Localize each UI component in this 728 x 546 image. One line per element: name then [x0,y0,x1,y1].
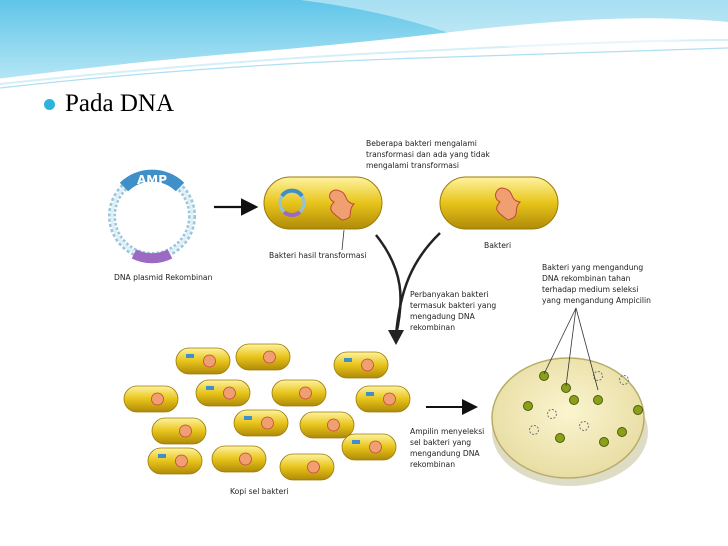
colony-resistant [555,433,565,443]
top-note-line-3: mengalami transformasi [366,161,459,170]
copies-label: Kopi sel bakteri [230,487,289,496]
top-note-line-1: Beberapa bakteri mengalami [366,139,477,148]
multiply-note-line-1: Perbanyakan bakteri [410,290,488,299]
bacterium-copy [355,385,411,413]
plasmid: AMP [108,169,196,264]
plate-note-line-1: Bakteri yang mengandung [542,263,643,272]
colony-dead [529,425,539,435]
multiply-note-line-2: termasuk bakteri yang [410,301,496,310]
colony-dead [579,421,589,431]
plate-note-line-4: yang mengandung Ampicilin [542,296,651,305]
colony-dead [547,409,557,419]
bacterium-copy [333,351,389,379]
bacterium-copy [175,347,231,375]
bacterium-copy [299,411,355,439]
bacterium-label: Bakteri [484,241,511,250]
select-note-line-2: sel bakteri yang [410,438,471,447]
bacteria-copies [123,343,411,481]
multiply-note-line-3: mengadung DNA [410,312,476,321]
colony-resistant [593,395,603,405]
plasmid-tag: AMP [137,173,167,187]
petri-dish [491,357,648,486]
transformed-label: Bakteri hasil transformasi [269,251,367,260]
header-banner [0,0,728,89]
bacterium-copy [211,445,267,473]
bacterium-copy [235,343,291,371]
bacterium-copy [271,379,327,407]
bacterium-copy [147,447,203,475]
bacterium-copy [151,417,207,445]
colony-resistant [617,427,627,437]
multiply-note-line-4: rekombinan [410,323,455,332]
colony-dead [593,371,603,381]
colonies [523,371,643,447]
colony-dead [619,375,629,385]
plasmid-label: DNA plasmid Rekombinan [114,273,213,282]
colony-resistant [633,405,643,415]
bullet-item: Pada DNA [44,90,174,118]
select-note-line-4: rekombinan [410,460,455,469]
colony-resistant [539,371,549,381]
colony-resistant [569,395,579,405]
top-note-line-2: transformasi dan ada yang tidak [366,150,490,159]
bacterium [439,176,559,230]
bacterium-copy [341,433,397,461]
colony-resistant [523,401,533,411]
colony-resistant [599,437,609,447]
select-note-line-1: Ampilin menyeleksi [410,427,484,436]
bacterium-copy [233,409,289,437]
bacterium-copy [123,385,179,413]
plate-note-line-2: DNA rekombinan tahan [542,274,631,283]
transformed-bacterium [263,176,383,230]
bullet-dot-icon [44,98,55,110]
bacterium-copy [195,379,251,407]
transformation-diagram: AMP DNA plasmid Rekombinan Bakteri hasil… [108,139,651,496]
bullet-text: Pada DNA [65,90,175,117]
select-note-line-3: mengandung DNA [410,449,480,458]
bacterium-copy [279,453,335,481]
plate-note-line-3: terhadap medium seleksi [542,285,638,294]
